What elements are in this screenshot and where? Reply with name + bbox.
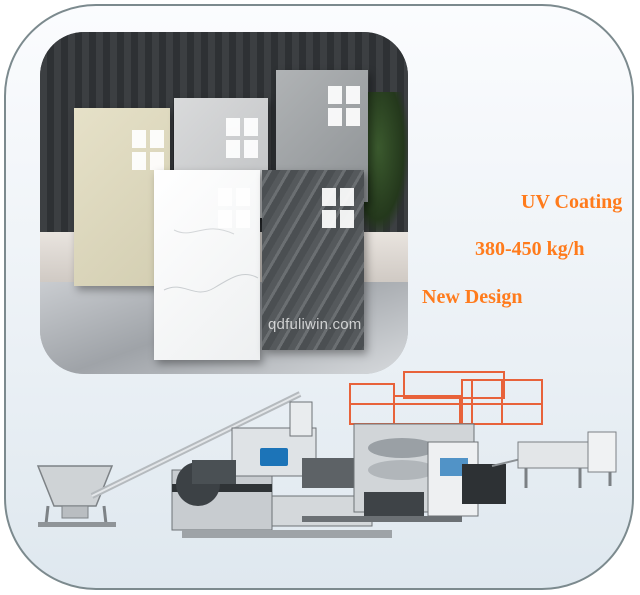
showroom-photo: qdfuliwin.com [40,32,408,374]
window-reflection-icon [218,188,250,228]
feature-uv-coating: UV Coating [521,191,623,213]
material-hopper-icon [36,465,116,527]
extruder-unit [171,401,373,531]
marble-vein-lines [163,228,259,293]
marble-slab-white [154,170,260,360]
brand-logo-icon [260,448,288,466]
window-reflection-icon [328,86,360,126]
marble-slab-dark-gray [262,170,364,350]
product-frame: qdfuliwin.com UV Coating 380-450 kg/h Ne… [4,4,634,590]
window-reflection-icon [322,188,354,228]
window-reflection-icon [132,130,164,170]
watermark-text: qdfuliwin.com [268,316,362,333]
cutting-stacking-unit [491,431,617,488]
extrusion-line-machine [36,371,617,538]
feature-new-design: New Design [422,286,523,308]
calender-roller-unit [349,371,543,425]
window-reflection-icon [226,118,258,158]
feature-capacity: 380-450 kg/h [475,238,585,260]
calender-rollers [353,423,506,518]
